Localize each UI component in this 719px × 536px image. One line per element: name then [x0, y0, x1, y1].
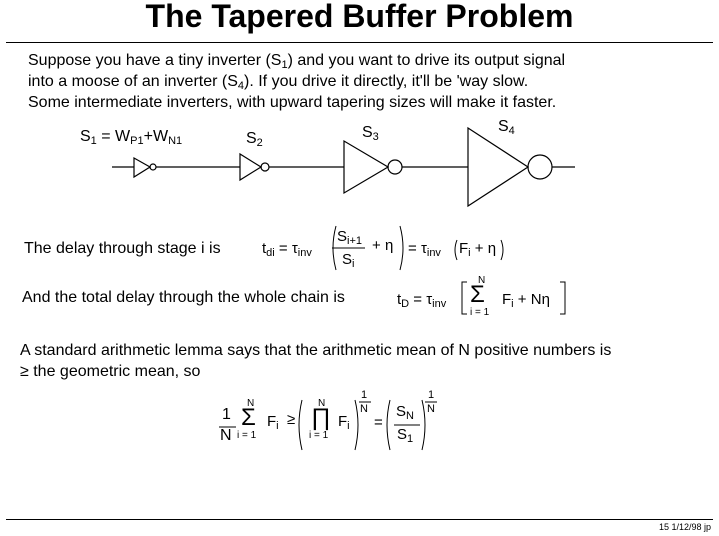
intro-line-2: into a moose of an inverter (S4). If you… — [28, 73, 529, 92]
intro-line-3: Some intermediate inverters, with upward… — [28, 94, 557, 111]
ineq-sn: SN — [396, 403, 414, 422]
lemma-line-1: A standard arithmetic lemma says that th… — [20, 342, 612, 359]
paren-right-3 — [354, 399, 359, 451]
ineq-prod-symbol: ∏ — [311, 404, 331, 431]
delay-stage-text: The delay through stage i is — [24, 240, 221, 257]
ineq-fi-2: Fi — [338, 413, 350, 432]
delay-stage-rhs: = τinv — [408, 240, 441, 259]
bracket-left — [461, 281, 467, 315]
label-s1: S1 = WP1+WN1 — [80, 128, 183, 147]
ineq-exp2-den: N — [427, 403, 435, 415]
delay-total-terms: Fi + Nη — [502, 291, 550, 310]
delay-stage-lhs: tdi = τinv — [262, 240, 312, 259]
ineq-exp2-num: 1 — [428, 389, 435, 401]
bubble-s4 — [527, 154, 553, 180]
ineq-prod-bottom: i = 1 — [309, 430, 329, 441]
title-divider — [6, 42, 713, 43]
ineq-n: N — [220, 427, 232, 444]
delay-stage-rhs-paren: Fi + η — [459, 240, 497, 259]
delay-total-lhs: tD = τinv — [397, 291, 447, 310]
paren-right-1 — [399, 225, 404, 271]
label-s3: S3 — [362, 124, 379, 143]
ineq-equals: = — [374, 414, 383, 431]
bracket-right — [560, 281, 566, 315]
ineq-exp1-num: 1 — [361, 389, 368, 401]
delay-total-text: And the total delay through the whole ch… — [22, 289, 345, 306]
footer-divider — [6, 519, 713, 520]
inverter-s2 — [239, 152, 263, 182]
sum-lower-limit: i = 1 — [470, 307, 490, 318]
ineq-sum-top: N — [247, 398, 255, 409]
inverter-s4 — [467, 126, 530, 208]
ineq-prod-top: N — [318, 398, 326, 409]
bubble-s2 — [260, 162, 270, 172]
ineq-exp1-den: N — [360, 403, 368, 415]
paren-left-4 — [386, 399, 391, 451]
footer-page-info: 15 1/12/98 jp — [658, 522, 711, 532]
sum-upper-limit: N — [478, 275, 486, 286]
inverter-s3 — [343, 139, 390, 195]
paren-right-2 — [500, 239, 504, 261]
label-s2: S2 — [246, 130, 263, 149]
ineq-ge: ≥ — [287, 411, 296, 428]
ineq-sum-bottom: i = 1 — [237, 430, 257, 441]
intro-paragraph: Suppose you have a tiny inverter (S1) an… — [28, 50, 565, 113]
label-s4: S4 — [498, 118, 515, 137]
sum-symbol: Σ — [470, 281, 485, 308]
delay-stage-numerator: Si+1 — [337, 228, 363, 247]
delay-stage-plus-eta: + η — [372, 237, 394, 254]
page-title: The Tapered Buffer Problem — [145, 0, 574, 34]
lemma-paragraph: A standard arithmetic lemma says that th… — [20, 340, 611, 382]
ineq-sum-symbol: Σ — [241, 404, 256, 431]
intro-line-1: Suppose you have a tiny inverter (S1) an… — [28, 52, 566, 71]
paren-right-4 — [421, 399, 426, 451]
ineq-s1: S1 — [397, 426, 414, 445]
lemma-line-2: ≥ the geometric mean, so — [20, 363, 201, 380]
inverter-s1 — [133, 156, 152, 179]
paren-left-3 — [298, 399, 303, 451]
delay-stage-denominator: Si — [342, 251, 355, 270]
paren-left-2 — [454, 239, 458, 261]
ineq-one: 1 — [222, 406, 231, 423]
bubble-s3 — [387, 159, 403, 175]
ineq-fi: Fi — [267, 413, 279, 432]
